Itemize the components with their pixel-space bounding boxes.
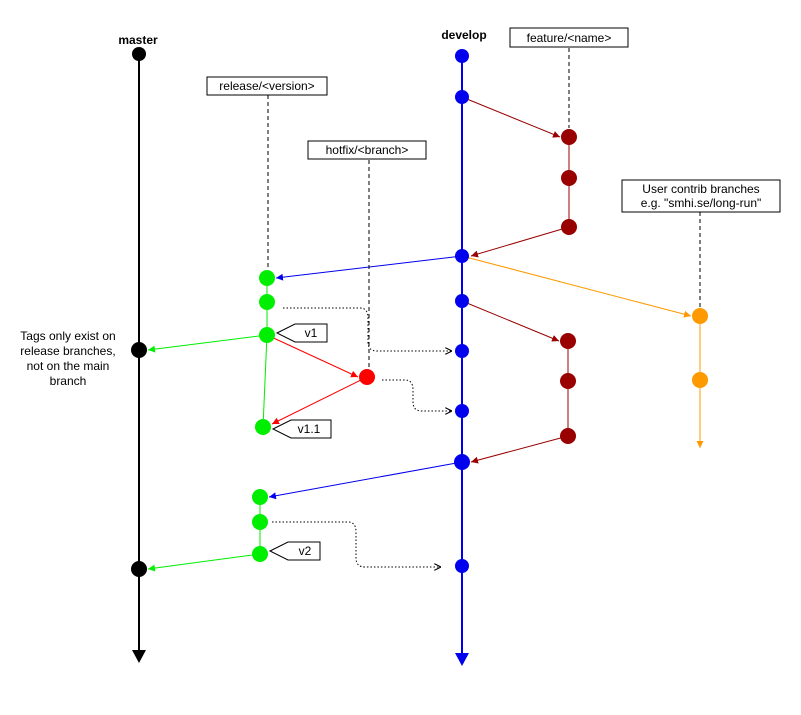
- release-commit-3: [259, 327, 275, 343]
- feature-commit-1: [561, 129, 577, 145]
- develop-to-release-arrow-2: [268, 461, 463, 500]
- feature-commit-4: [560, 333, 576, 349]
- hotfix-to-release-arrow: [271, 376, 368, 425]
- release-to-master-arrow-1: [147, 334, 268, 353]
- user-contrib-label-line-1: User contrib branches: [642, 182, 759, 196]
- develop-commit-4: [455, 294, 469, 308]
- feature-commit-3: [561, 219, 577, 235]
- develop-to-feature-arrow-2: [461, 300, 560, 342]
- master-branch-label: master: [118, 33, 158, 47]
- develop-branch-label: develop: [441, 28, 486, 42]
- release-commit-6: [252, 514, 268, 530]
- develop-commit-6: [455, 404, 469, 418]
- master-arrowhead: [132, 650, 146, 663]
- note-line-4: branch: [50, 374, 87, 388]
- feature-commit-2: [561, 170, 577, 186]
- feature-commit-5: [560, 373, 576, 389]
- master-commit-2: [131, 342, 147, 358]
- feature-commit-6: [560, 428, 576, 444]
- master-commit-1: [132, 47, 146, 61]
- develop-to-user-contrib-arrow: [461, 255, 692, 318]
- user-contrib-commit-2: [692, 372, 708, 388]
- master-commit-3: [131, 561, 147, 577]
- hotfix-commit: [359, 369, 375, 385]
- hotfix-label: hotfix/<branch>: [326, 143, 409, 157]
- release-to-hotfix-arrow: [266, 334, 359, 378]
- feature-to-develop-arrow-1: [470, 226, 570, 258]
- develop-arrowhead: [455, 653, 469, 666]
- release-commit-2: [259, 294, 275, 310]
- hotfix-merge-back-path: [382, 379, 452, 411]
- hotfix-label-box: [307, 140, 427, 160]
- feature-label-box: [509, 27, 629, 48]
- tag-v2-box: [268, 541, 321, 561]
- release-commit-7: [252, 546, 268, 562]
- user-contrib-label-box: [621, 179, 781, 213]
- release-merge-back-path-2: [272, 521, 441, 567]
- note-line-1: Tags only exist on: [20, 329, 115, 343]
- release-to-master-arrow-2: [147, 553, 261, 572]
- tag-v1-1-label: v1.1: [298, 422, 321, 436]
- release-label: release/<version>: [219, 79, 314, 93]
- feature-label: feature/<name>: [527, 31, 612, 45]
- tag-v1-box: [275, 323, 328, 343]
- develop-commit-8: [455, 559, 469, 573]
- note-line-3: not on the main: [27, 359, 110, 373]
- develop-to-feature-arrow-1: [461, 96, 561, 138]
- tag-v1-label: v1: [305, 326, 318, 340]
- tag-v2-label: v2: [299, 544, 312, 558]
- release-commit-1: [259, 270, 275, 286]
- release-commit-5: [252, 489, 268, 505]
- note-line-2: release branches,: [20, 344, 115, 358]
- release-branch-line-1c: [259, 334, 268, 428]
- develop-commit-1: [455, 49, 469, 63]
- release-commit-4: [255, 419, 271, 435]
- user-contrib-commit-1: [692, 308, 708, 324]
- develop-commit-3: [455, 249, 469, 263]
- feature-to-develop-arrow-2: [470, 435, 569, 464]
- release-merge-back-path-1: [283, 307, 452, 351]
- develop-commit-5: [455, 344, 469, 358]
- develop-commit-2: [455, 90, 469, 104]
- develop-commit-7: [454, 454, 470, 470]
- user-contrib-label-line-2: e.g. "smhi.se/long-run": [641, 196, 762, 210]
- tag-v1-1-box: [271, 419, 332, 439]
- release-label-box: [206, 76, 328, 96]
